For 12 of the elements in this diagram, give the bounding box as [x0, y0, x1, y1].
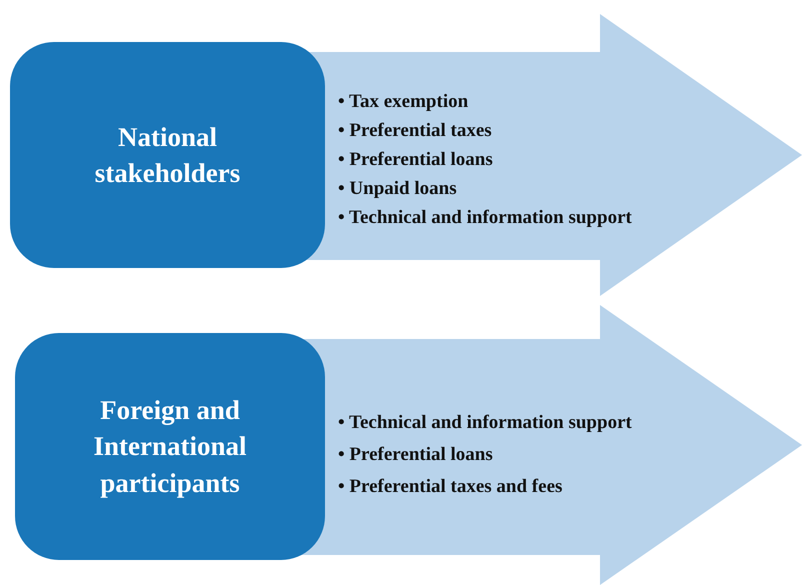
stakeholder-box [15, 333, 325, 560]
bullet-item: • Preferential taxes and fees [338, 475, 564, 499]
bullet-item: • Preferential taxes [338, 119, 493, 143]
bullet-item: • Technical and information support [338, 411, 632, 435]
bullet-item: • Tax exemption [338, 90, 470, 114]
bullet-item: • Preferential loans [338, 443, 494, 467]
bullet-item: • Preferential loans [338, 148, 494, 172]
bullet-item: • Unpaid loans [338, 177, 458, 201]
box-title: National stakeholders [94, 120, 242, 190]
bullet-item: • Technical and information support [338, 206, 632, 230]
box-title: Foreign and International participants [92, 394, 248, 500]
stakeholder-box [10, 42, 325, 268]
